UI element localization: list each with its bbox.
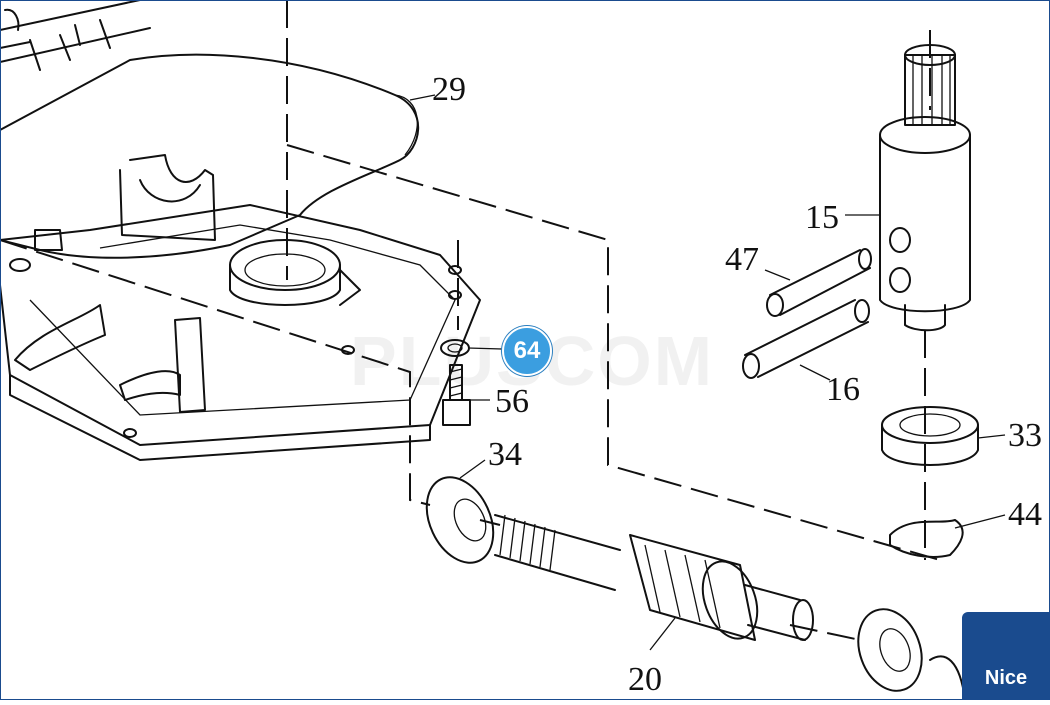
highlight-badge-64[interactable]: 64 [502, 326, 552, 376]
part-label-44: 44 [1008, 496, 1042, 533]
circlip-part-44 [889, 519, 964, 558]
part-label-16: 16 [826, 371, 860, 408]
part-label-56: 56 [495, 383, 529, 420]
part-label-29: 29 [432, 71, 466, 108]
part-label-15: 15 [805, 199, 839, 236]
motor-shaft-fragment [0, 0, 151, 71]
gasket-part-29 [0, 53, 420, 259]
bearing-part-34 [425, 476, 495, 564]
pin-part-16 [742, 299, 870, 379]
output-shaft-part-15 [879, 44, 971, 332]
roll-pin-part-47 [766, 248, 872, 317]
brand-logo: Nice [962, 612, 1050, 700]
leader-lines [409, 94, 1006, 651]
bearing-lower-right [857, 608, 966, 701]
part-label-47: 47 [725, 241, 759, 278]
part-label-33: 33 [1008, 417, 1042, 454]
worm-shaft-part-20 [494, 514, 814, 641]
bearing-part-33 [881, 406, 979, 466]
part-label-34: 34 [488, 436, 522, 473]
screw-part-56 [442, 364, 471, 426]
alignment-lines [0, 0, 941, 641]
part-label-20: 20 [628, 661, 662, 698]
brand-logo-text: Nice [984, 667, 1028, 689]
gearbox-housing [0, 154, 481, 461]
